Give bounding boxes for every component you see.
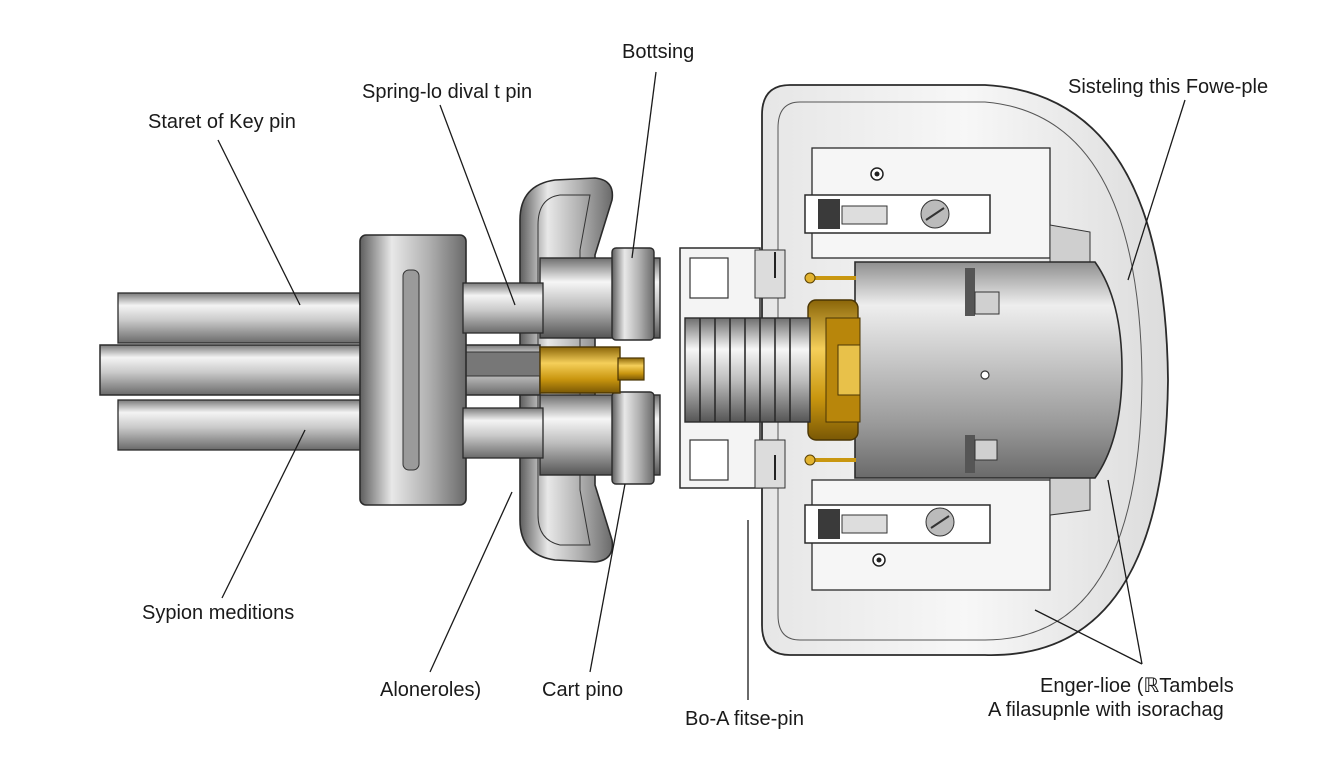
label-cart-pino: Cart pino	[542, 679, 624, 701]
label-spring-loaded-pin: Spring-lo dival t pin	[362, 81, 533, 103]
cylinder-plug	[854, 261, 1123, 479]
label-starter-key-pin: Staret of Key pin	[148, 111, 296, 133]
upper-wedge	[1049, 224, 1091, 263]
label-alonerolles: Aloneroles)	[380, 679, 482, 701]
key-collar	[359, 234, 544, 506]
gear-collar	[679, 247, 811, 489]
brass-cam	[804, 272, 861, 466]
label-bo-a-false-pin: Bo-A fitse-pin	[685, 708, 804, 730]
label-enger-line-tambels: Enger-lioe (ℝTambels	[1040, 675, 1234, 697]
lower-wedge	[1049, 477, 1091, 516]
upper-pin-chamber	[804, 167, 991, 234]
lower-pin-chamber	[804, 504, 991, 567]
label-stealing-fowple: Sisteling this Fowe-ple	[1068, 76, 1269, 98]
label-sypion-meditions: Sypion meditions	[142, 602, 295, 624]
leader-lines	[217, 71, 1186, 700]
label-filarsuple-isorachag: A filasupnle with isorachag	[988, 699, 1224, 721]
label-bottsing: Bottsing	[622, 41, 695, 63]
brass-key-pin	[539, 346, 645, 394]
